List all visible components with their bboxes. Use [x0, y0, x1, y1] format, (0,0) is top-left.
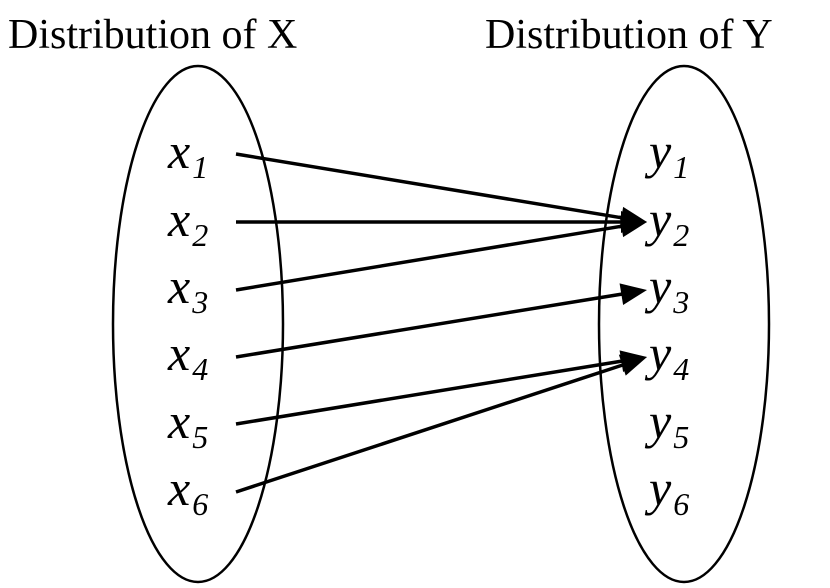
y-node-3: y3 — [644, 258, 689, 320]
y-node-2: y2 — [644, 191, 689, 253]
x-node-5: x5 — [167, 393, 208, 455]
arrow-x1-to-y2 — [235, 152, 624, 220]
y-node-5: y5 — [644, 393, 689, 455]
x-node-6: x6 — [167, 460, 208, 522]
y-node-6: y6 — [644, 460, 689, 522]
arrow-x3-to-y2 — [235, 224, 624, 292]
y-node-4: y4 — [644, 325, 689, 387]
arrowhead-x3-to-y2 — [619, 215, 647, 238]
arrows-group — [235, 152, 647, 494]
x-node-4: x4 — [167, 325, 208, 387]
arrow-x5-to-y4 — [235, 359, 624, 426]
x-node-2: x2 — [167, 191, 208, 253]
y-distribution-ellipse — [597, 64, 771, 584]
right-title: Distribution of Y — [485, 12, 773, 58]
left-title: Distribution of X — [8, 12, 297, 58]
arrowhead-x6-to-y4 — [618, 354, 647, 376]
x-distribution-ellipse — [111, 64, 285, 584]
x-node-3: x3 — [167, 258, 208, 320]
y-labels-group: y1 y2 y3 y4 y5 y6 — [644, 123, 689, 522]
x-node-1: x1 — [167, 123, 208, 185]
arrowhead-x4-to-y3 — [619, 283, 647, 306]
x-labels-group: x1 x2 x3 x4 x5 x6 — [167, 123, 208, 522]
arrow-x4-to-y3 — [235, 292, 624, 359]
y-node-1: y1 — [644, 123, 689, 185]
arrow-x6-to-y4 — [235, 362, 625, 494]
